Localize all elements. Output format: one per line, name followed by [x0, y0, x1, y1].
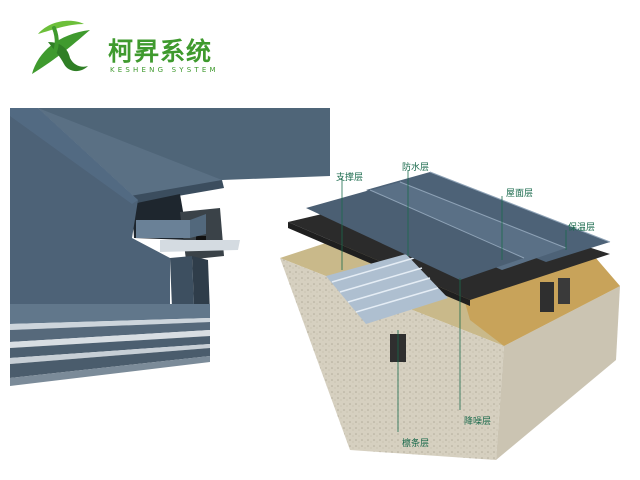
brand-logo: 柯昇系统 KESHENG SYSTEM	[24, 14, 224, 84]
label-roof-layer: 屋面层	[506, 189, 534, 199]
label-purlin-layer: 檩条层	[402, 439, 430, 449]
label-support-layer: 支撑层	[336, 173, 364, 183]
brand-name: 柯昇系统	[108, 37, 213, 66]
label-noise-layer: 降噪层	[464, 417, 492, 427]
panel-seam-detail	[10, 108, 330, 386]
brand-subtitle: KESHENG SYSTEM	[110, 66, 219, 74]
logo-leaf-icon	[32, 20, 90, 74]
roof-layers-diagram	[280, 170, 620, 460]
label-insulation-layer: 保温层	[568, 223, 596, 233]
label-waterproof-layer: 防水层	[402, 163, 430, 173]
